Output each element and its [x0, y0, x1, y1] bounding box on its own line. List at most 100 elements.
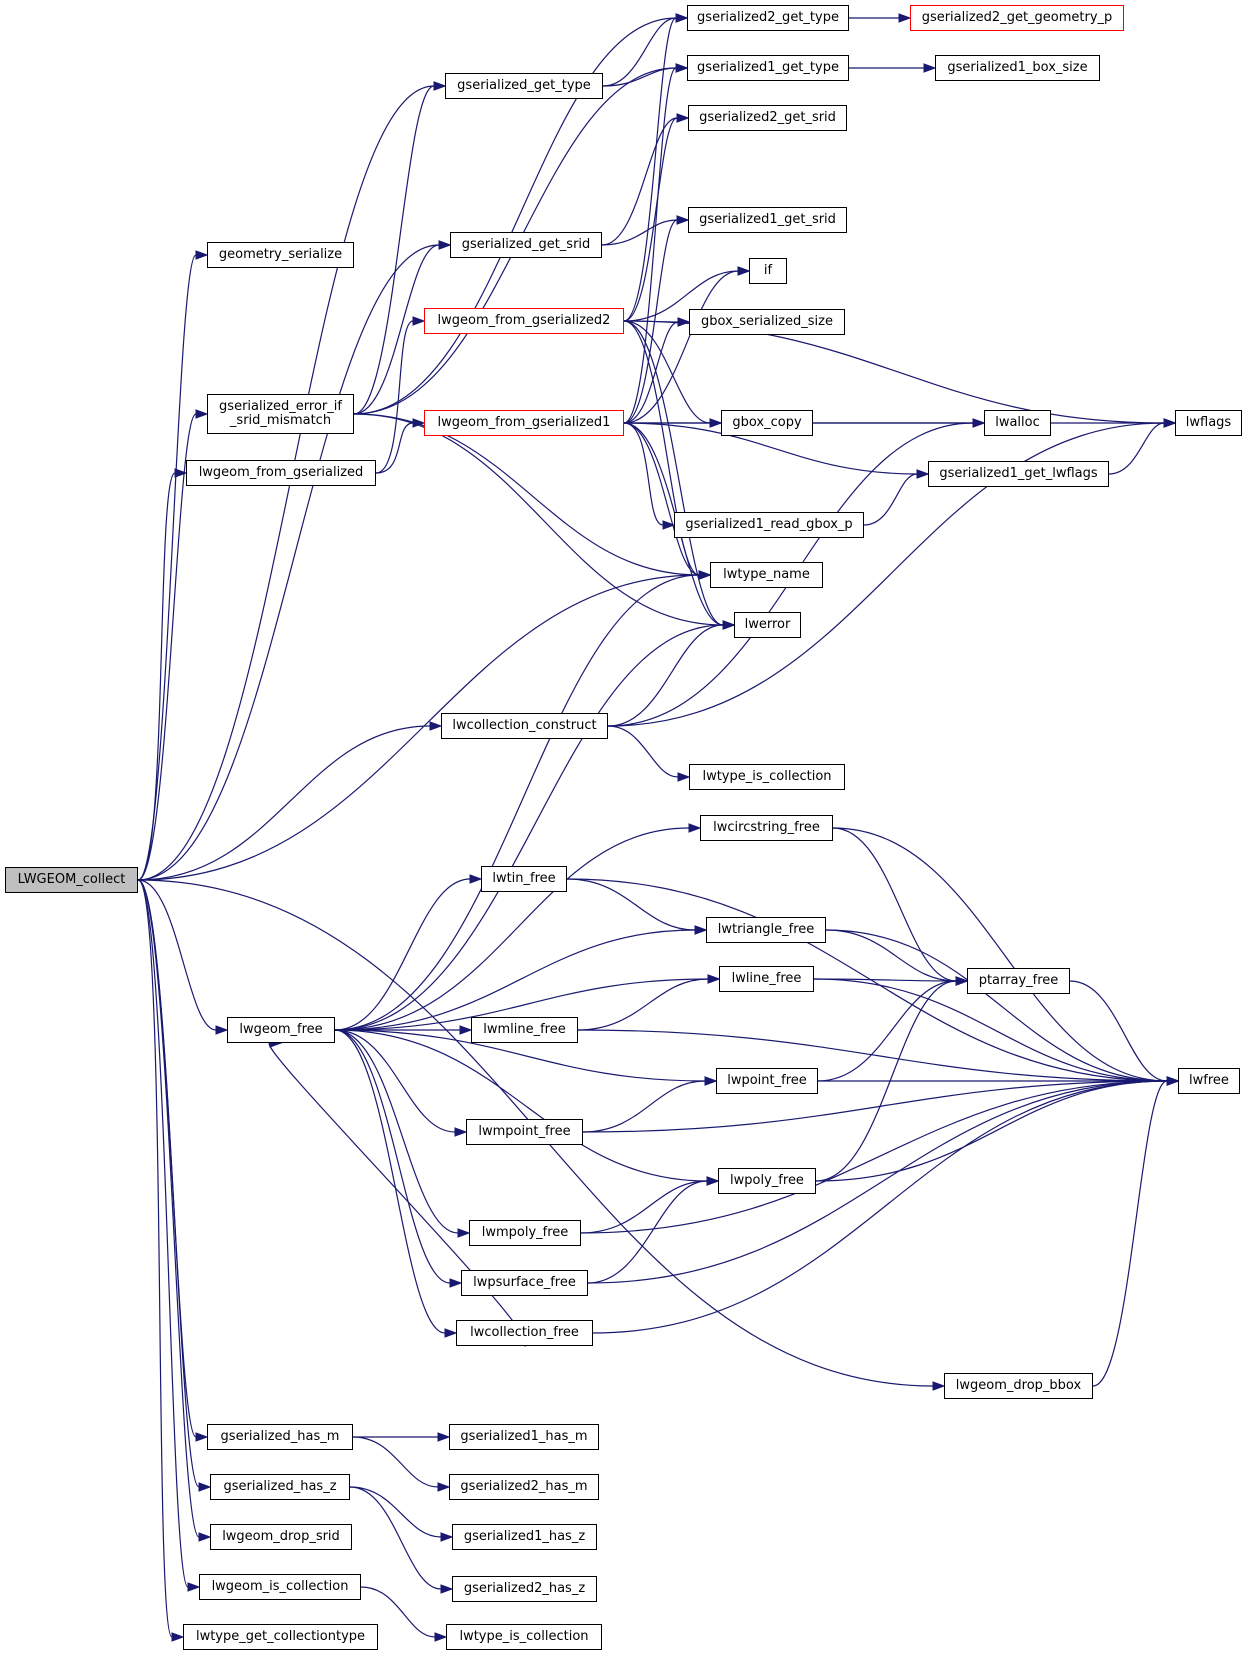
call-edge-arrowhead [469, 874, 483, 884]
call-edge [623, 422, 700, 576]
call-edge-arrowhead [429, 721, 443, 731]
call-edge [582, 1080, 1168, 1133]
call-edge [623, 67, 677, 424]
call-edge [353, 244, 440, 415]
node-lwpoint-free[interactable]: lwpoint_free [716, 1068, 818, 1094]
call-edge [623, 117, 678, 322]
node-gbox-copy[interactable]: gbox_copy [721, 410, 813, 436]
node-gserialized-get-type[interactable]: gserialized_get_type [445, 73, 603, 99]
node-gserialized2-has-m[interactable]: gserialized2_has_m [449, 1474, 599, 1500]
call-edge [334, 929, 696, 1031]
node-lwtype-get-collectiontype[interactable]: lwtype_get_collectiontype [183, 1624, 378, 1650]
node-lwcollection-free[interactable]: lwcollection_free [456, 1320, 593, 1346]
call-edge-arrowhead [457, 1228, 471, 1238]
node-gserialized2-get-type[interactable]: gserialized2_get_type [687, 5, 849, 31]
node-lwcircstring-free[interactable]: lwcircstring_free [700, 815, 833, 841]
node-lwpoly-free[interactable]: lwpoly_free [718, 1168, 816, 1194]
node-lwgeom-free[interactable]: lwgeom_free [227, 1017, 335, 1043]
call-edge [815, 980, 957, 1182]
call-edge [353, 413, 700, 576]
node-gserialized-get-srid[interactable]: gserialized_get_srid [450, 232, 602, 258]
node-gserialized-has-z[interactable]: gserialized_has_z [210, 1474, 350, 1500]
call-edge-arrowhead [437, 1432, 451, 1442]
node-lwgeom-drop-bbox[interactable]: lwgeom_drop_bbox [944, 1373, 1093, 1399]
node-lwgeom-drop-srid[interactable]: lwgeom_drop_srid [210, 1524, 352, 1550]
node-gserialized1-get-type[interactable]: gserialized1_get_type [687, 55, 849, 81]
call-edge-arrowhead [412, 418, 426, 428]
node-gserialized-error-if-srid-mismatch[interactable]: gserialized_error_if _srid_mismatch [207, 394, 354, 434]
node-lwline-free[interactable]: lwline_free [719, 966, 814, 992]
call-edge [334, 1029, 456, 1133]
call-edge-arrowhead [433, 81, 447, 91]
call-edge-arrowhead [916, 469, 930, 479]
call-edge-arrowhead [677, 772, 691, 782]
node-lwgeom-from-gserialized2[interactable]: lwgeom_from_gserialized2 [424, 308, 624, 334]
node-lwgeom-collect[interactable]: LWGEOM_collect [5, 867, 138, 893]
node-lwgeom-from-gserialized[interactable]: lwgeom_from_gserialized [186, 460, 376, 486]
node-lwmpoly-free[interactable]: lwmpoly_free [469, 1220, 581, 1246]
call-edge [334, 1029, 706, 1082]
node-gserialized1-has-z[interactable]: gserialized1_has_z [452, 1524, 597, 1550]
node-if[interactable]: if [749, 258, 787, 284]
call-edge [623, 320, 711, 424]
call-edge [375, 422, 414, 474]
call-edge-arrowhead [440, 1584, 454, 1594]
node-gserialized2-get-geometry-p[interactable]: gserialized2_get_geometry_p [910, 5, 1124, 31]
call-edge [137, 879, 200, 1538]
call-edge [334, 827, 690, 1031]
node-lwgeom-from-gserialized1[interactable]: lwgeom_from_gserialized1 [424, 410, 624, 436]
node-gserialized1-get-lwflags[interactable]: gserialized1_get_lwflags [928, 461, 1109, 487]
node-gserialized2-has-z[interactable]: gserialized2_has_z [452, 1576, 597, 1602]
node-lwtype-name[interactable]: lwtype_name [710, 562, 823, 588]
call-edge [137, 254, 197, 881]
node-lwalloc[interactable]: lwalloc [984, 410, 1051, 436]
call-edge [353, 85, 435, 415]
call-edge [607, 624, 724, 727]
node-gserialized1-read-gbox-p[interactable]: gserialized1_read_gbox_p [674, 512, 864, 538]
node-gbox-serialized-size[interactable]: gbox_serialized_size [689, 309, 845, 335]
call-edge [623, 219, 678, 424]
call-edge [1069, 980, 1168, 1082]
node-gserialized-has-m[interactable]: gserialized_has_m [207, 1424, 353, 1450]
call-edge [334, 1029, 451, 1284]
node-gserialized2-get-srid[interactable]: gserialized2_get_srid [688, 105, 847, 131]
call-edge [137, 879, 200, 1488]
node-lwtin-free[interactable]: lwtin_free [481, 866, 567, 892]
node-lwmline-free[interactable]: lwmline_free [471, 1017, 578, 1043]
call-edge [623, 320, 724, 626]
call-edge [566, 878, 696, 931]
call-edge-arrowhead [662, 520, 676, 530]
call-edge [815, 1080, 1168, 1182]
node-geometry-serialize[interactable]: geometry_serialize [207, 242, 354, 268]
node-lwtriangle-free[interactable]: lwtriangle_free [706, 917, 826, 943]
node-lwpsurface-free[interactable]: lwpsurface_free [461, 1270, 588, 1296]
node-ptarray-free[interactable]: ptarray_free [967, 968, 1070, 994]
node-lwtype-is-collection-lower[interactable]: lwtype_is_collection [446, 1624, 602, 1650]
node-lwtype-is-collection-upper[interactable]: lwtype_is_collection [689, 764, 845, 790]
node-gserialized1-box-size[interactable]: gserialized1_box_size [935, 55, 1100, 81]
call-edge [137, 879, 217, 1031]
node-gserialized1-get-srid[interactable]: gserialized1_get_srid [688, 207, 847, 233]
call-edge [334, 978, 709, 1031]
call-edge-arrowhead [707, 974, 721, 984]
node-lwmpoint-free[interactable]: lwmpoint_free [466, 1119, 583, 1145]
call-edge [352, 1436, 439, 1488]
node-lwgeom-is-collection[interactable]: lwgeom_is_collection [199, 1574, 361, 1600]
call-edge [137, 879, 173, 1638]
call-edge-arrowhead [198, 1482, 212, 1492]
node-lwflags[interactable]: lwflags [1175, 410, 1242, 436]
call-edge [587, 1080, 1168, 1284]
node-lwcollection-construct[interactable]: lwcollection_construct [441, 713, 608, 739]
node-lwerror[interactable]: lwerror [734, 612, 801, 638]
call-edge [137, 413, 197, 881]
call-edge-arrowhead [195, 1432, 209, 1442]
call-edge [334, 1029, 446, 1334]
call-edge-arrowhead [449, 1278, 463, 1288]
call-edge-arrowhead [198, 1532, 212, 1542]
call-edge [817, 980, 957, 1082]
node-lwfree[interactable]: lwfree [1178, 1068, 1240, 1094]
call-edge [375, 320, 414, 474]
call-edge [623, 422, 664, 526]
node-gserialized1-has-m[interactable]: gserialized1_has_m [449, 1424, 599, 1450]
